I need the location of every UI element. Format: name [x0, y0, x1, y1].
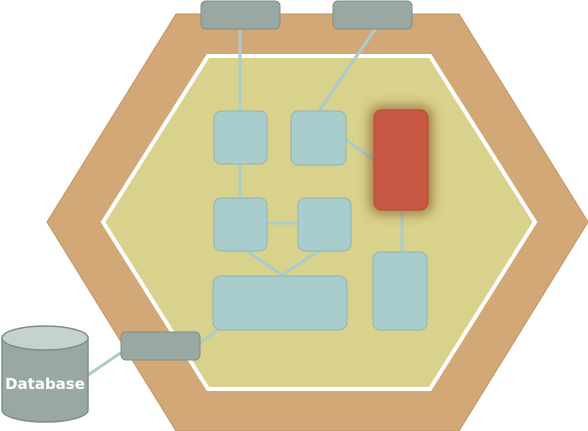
adapter-bottom-left	[120, 331, 201, 361]
component-highlighted	[373, 109, 429, 211]
component-right-tall	[372, 251, 428, 331]
connector-database	[87, 350, 123, 377]
connector-to-red	[345, 138, 375, 162]
component-middle-right	[297, 197, 352, 252]
database-icon	[1, 325, 89, 423]
adapter-top-left	[200, 0, 281, 30]
connector-top-right-adapter	[316, 27, 378, 113]
component-middle-left	[213, 197, 268, 252]
database-label: Database	[5, 375, 85, 393]
component-top-middle	[290, 110, 347, 166]
adapter-top-right	[332, 0, 413, 30]
connector-left-to-wide	[243, 247, 283, 277]
component-wide-bottom	[212, 275, 348, 331]
component-top-left	[213, 110, 268, 165]
connector-right-to-wide	[281, 247, 323, 277]
